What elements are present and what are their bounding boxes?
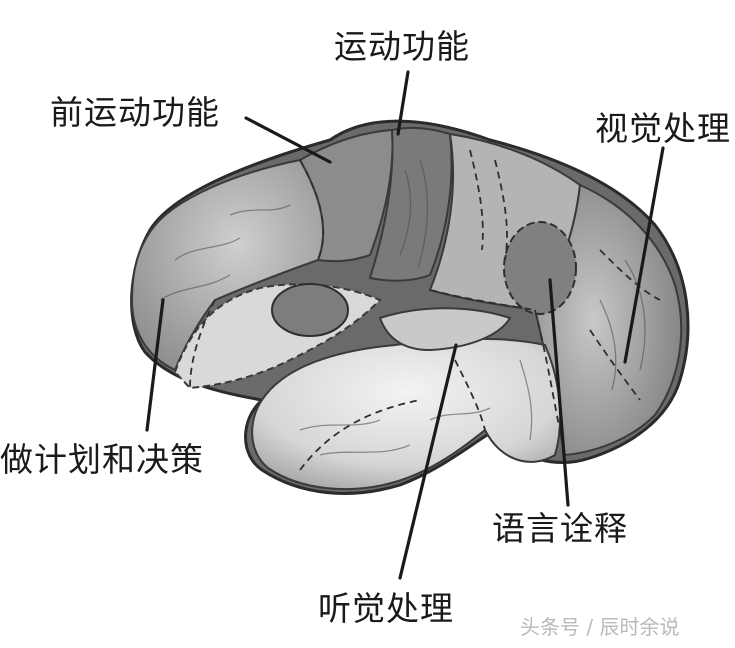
label-auditory: 听觉处理: [318, 589, 454, 628]
planning-leader-line: [145, 298, 165, 432]
label-language: 语言诠释: [492, 509, 628, 548]
label-motor: 运动功能: [334, 27, 470, 66]
label-premotor: 前运动功能: [50, 93, 220, 132]
label-visual: 视觉处理: [595, 109, 731, 148]
gyri-texture: [159, 159, 646, 456]
leader-lines: [145, 70, 665, 580]
premotor-leader-line: [244, 116, 332, 164]
label-planning: 做计划和决策: [0, 440, 204, 479]
auditory-leader-line: [398, 343, 458, 580]
broca-area: [271, 283, 349, 337]
watermark: 头条号 / 辰时余说: [520, 615, 680, 639]
region-boundaries: [189, 149, 661, 471]
motor-leader-line: [396, 70, 410, 136]
language-leader-line: [548, 278, 570, 507]
temporal-region: [251, 337, 562, 491]
frontal-region: [130, 158, 325, 372]
wernicke-area: [503, 221, 577, 315]
auditory-region: [378, 307, 512, 352]
visual-leader-line: [623, 146, 665, 364]
